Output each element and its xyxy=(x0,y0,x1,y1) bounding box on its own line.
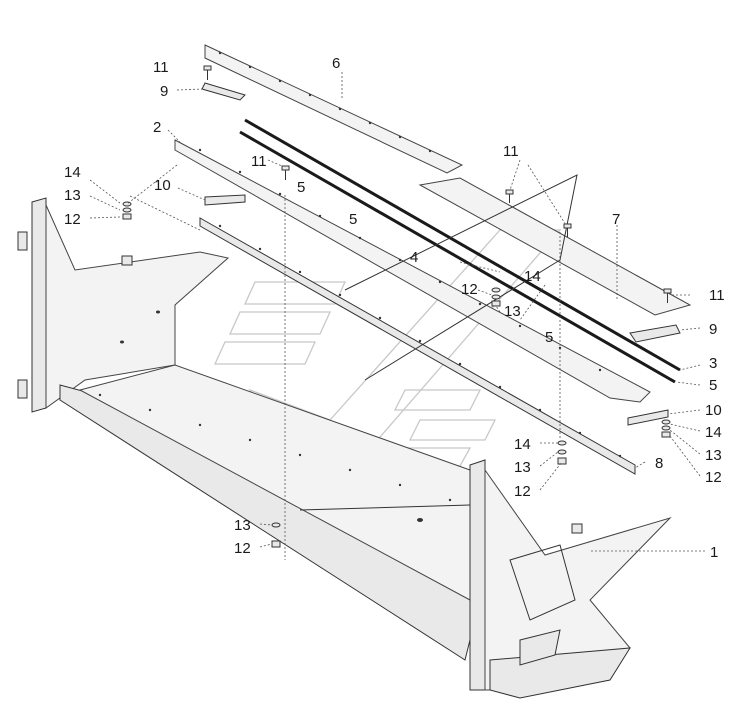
callout-10: 10 xyxy=(705,402,722,419)
callout-14: 14 xyxy=(705,424,722,441)
part-4-shield xyxy=(344,174,578,381)
callout-1: 1 xyxy=(710,544,718,561)
callout-3: 3 xyxy=(709,355,717,372)
callout-5: 5 xyxy=(349,211,357,228)
part-8-angle-strip xyxy=(199,217,636,475)
callout-12: 12 xyxy=(705,469,722,486)
callout-13: 13 xyxy=(705,447,722,464)
callout-2: 2 xyxy=(153,119,161,136)
callout-12: 12 xyxy=(514,483,531,500)
fastener-stack-center xyxy=(557,440,567,465)
part-9-spacer-right xyxy=(629,324,681,343)
callout-11: 11 xyxy=(503,143,519,160)
callout-5: 5 xyxy=(709,377,717,394)
callout-14: 14 xyxy=(524,268,541,285)
part-1-holes xyxy=(98,310,452,522)
callout-13: 13 xyxy=(64,187,81,204)
callout-13: 13 xyxy=(514,459,531,476)
part-8-holes xyxy=(218,224,622,458)
callout-9: 9 xyxy=(709,321,717,338)
part-1-main-frame xyxy=(17,197,672,699)
callout-6: 6 xyxy=(332,55,340,72)
part-11-bolts-middle xyxy=(281,165,572,237)
callout-labels: 11 9 6 2 11 5 10 14 13 12 5 4 11 7 14 12… xyxy=(64,55,725,561)
part-6-holes xyxy=(218,51,432,153)
part-11-bolt-upper-left xyxy=(203,65,212,80)
leader-lines xyxy=(89,72,705,560)
fastener-stack-middle xyxy=(491,287,501,307)
callout-14: 14 xyxy=(514,436,531,453)
part-11-bolt-right xyxy=(663,288,672,303)
fastener-stack-left xyxy=(122,201,132,220)
callout-11: 11 xyxy=(709,287,725,304)
part-2-holes xyxy=(198,148,602,372)
part-7-right-cover xyxy=(418,177,692,316)
part-5-rod xyxy=(239,130,676,384)
callout-9: 9 xyxy=(160,83,168,100)
callout-13: 13 xyxy=(234,517,251,534)
callout-12: 12 xyxy=(234,540,251,557)
callout-7: 7 xyxy=(612,211,620,228)
callout-5: 5 xyxy=(545,329,553,346)
part-9-spacer-upper xyxy=(201,82,246,101)
part-10-plate-right xyxy=(627,409,669,426)
callout-5: 5 xyxy=(297,179,305,196)
callout-12: 12 xyxy=(64,211,81,228)
callout-10: 10 xyxy=(154,177,171,194)
callout-8: 8 xyxy=(655,455,663,472)
part-2-long-plate xyxy=(174,139,651,403)
part-6-top-cover xyxy=(204,44,464,174)
callout-11: 11 xyxy=(251,153,267,170)
callout-14: 14 xyxy=(64,164,81,181)
fastener-stack-right xyxy=(661,419,671,438)
part-10-plate-left xyxy=(204,194,246,206)
callout-13: 13 xyxy=(504,303,521,320)
callout-4: 4 xyxy=(410,249,418,266)
callout-12: 12 xyxy=(461,281,478,298)
callout-11: 11 xyxy=(153,59,169,76)
part-3-rod xyxy=(244,118,681,372)
